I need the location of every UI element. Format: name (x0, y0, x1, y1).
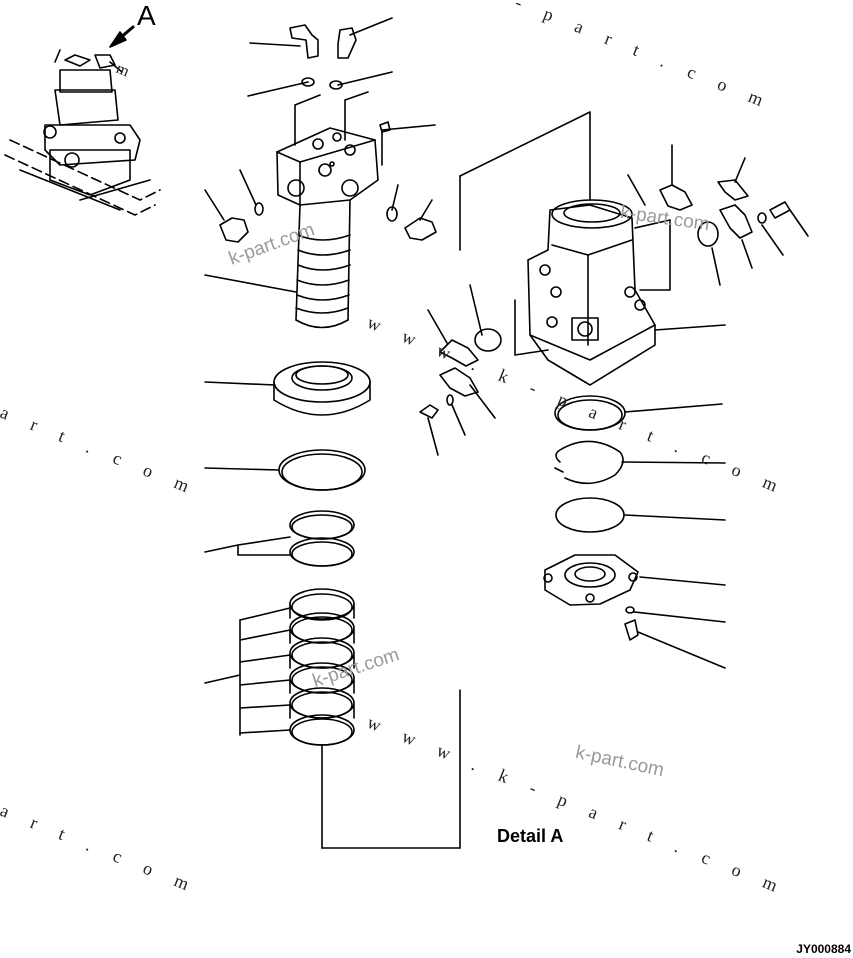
right-fittings (627, 144, 809, 286)
o-ring-pair (289, 510, 355, 567)
swivel-joint-shaft (276, 91, 383, 329)
seal-ring-stack (204, 588, 461, 849)
view-label: A (137, 0, 156, 31)
housing-cap (469, 284, 502, 352)
split-flange-clamp (419, 309, 496, 456)
leader-lines-center (204, 17, 436, 556)
seal-ring (273, 361, 371, 416)
view-arrow-icon (109, 25, 135, 48)
detail-label: Detail A (497, 826, 564, 846)
side-elbow-fitting (219, 202, 437, 243)
overview-assembly (4, 49, 161, 216)
elbow-fitting (289, 24, 391, 133)
end-cover (543, 554, 726, 669)
drawing-code: JY000884 (796, 942, 851, 956)
swivel-housing (459, 111, 726, 386)
o-ring-large (278, 449, 366, 491)
retaining-ring (554, 395, 726, 533)
